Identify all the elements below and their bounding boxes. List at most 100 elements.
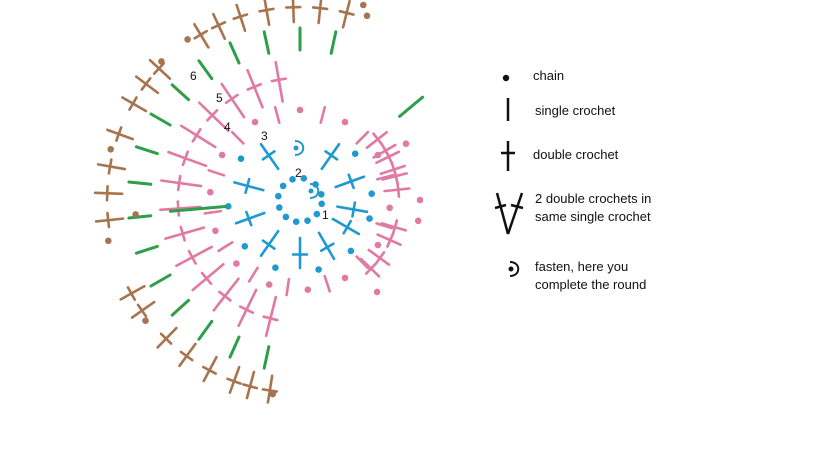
round-3-single-crochet: [285, 277, 291, 297]
round-4-double-crochet: [159, 200, 202, 217]
round-6-double-crochet: [106, 126, 135, 142]
round-5-single-crochet: [228, 335, 241, 359]
round-5-single-crochet: [197, 59, 214, 81]
round-1-chain: [304, 217, 311, 224]
round-6-double-crochet: [232, 3, 249, 33]
round-3-chain: [304, 286, 312, 294]
round-6-chain: [184, 36, 191, 43]
round-label-1: 1: [322, 208, 329, 222]
round-5-single-crochet: [228, 41, 241, 65]
round-6-chain: [158, 58, 165, 65]
round-4-chain: [402, 140, 410, 147]
round-3-single-crochet: [247, 266, 259, 283]
legend-two-dc-icon: [494, 192, 524, 235]
round-6-double-crochet: [178, 342, 197, 368]
round-2-double-crochet: [259, 142, 280, 171]
round-4-two-double-crochet: [380, 219, 408, 236]
round-5-single-crochet: [170, 83, 190, 102]
round-4-double-crochet: [179, 124, 217, 149]
round-5-single-crochet: [149, 273, 172, 288]
round-6-two-double-crochet: [148, 58, 172, 80]
round-2-chain: [272, 264, 279, 272]
round-6-two-double-crochet: [130, 300, 156, 319]
round-3-single-crochet: [375, 173, 395, 181]
round-2-double-crochet: [336, 201, 369, 218]
round-4-double-crochet: [175, 245, 214, 268]
legend-fasten-icon: [508, 261, 520, 277]
round-3-chain: [218, 151, 226, 159]
round-2-double-crochet: [259, 229, 280, 258]
round-label-3: 3: [261, 129, 268, 143]
round-3-single-crochet: [319, 106, 327, 124]
round-label-2: 2: [295, 166, 302, 180]
round-3-single-crochet: [207, 169, 226, 177]
round-4-double-crochet: [246, 68, 264, 109]
round-3-single-crochet: [273, 106, 281, 124]
round-4-double-crochet: [212, 277, 240, 312]
round-label-4: 4: [224, 120, 231, 134]
legend-chain-icon: [502, 74, 510, 82]
round-6-chain: [132, 211, 139, 218]
round-2-double-crochet: [317, 231, 336, 261]
round-2-double-crochet: [233, 177, 265, 194]
round-2-double-crochet: [320, 142, 341, 171]
round-4-chain: [373, 288, 381, 296]
round-1-chain: [318, 200, 326, 208]
round-6-double-crochet: [201, 355, 218, 383]
legend-label-chain: chain: [533, 68, 565, 83]
round-1-chain: [313, 210, 321, 218]
round-1-chain: [292, 218, 300, 225]
round-2-chain: [225, 203, 232, 210]
round-5-single-crochet: [197, 319, 214, 341]
round-3-chain: [207, 188, 214, 196]
round-4-two-double-crochet: [376, 232, 402, 248]
round-4-double-crochet: [197, 101, 230, 132]
round-4-two-double-crochet: [359, 257, 381, 278]
round-2-double-crochet: [234, 210, 266, 227]
round-6-chain: [269, 390, 277, 398]
round-3-chain: [212, 227, 219, 235]
round-2-chain: [351, 150, 359, 157]
round-3-chain: [265, 281, 273, 288]
round-4-double-crochet: [262, 295, 279, 338]
round-4-double-crochet: [167, 150, 208, 168]
round-6-two-double-crochet: [134, 75, 160, 95]
round-4-double-crochet: [237, 288, 258, 328]
round-6-two-double-crochet: [119, 284, 146, 301]
round-4-two-double-crochet: [365, 130, 388, 149]
round-2-double-crochet: [291, 236, 309, 270]
round-4-double-crochet: [270, 60, 288, 103]
round-label-6: 6: [190, 69, 197, 83]
round-2-chain: [366, 215, 373, 222]
round-3-single-crochet: [323, 274, 332, 293]
round-4-double-crochet: [160, 174, 203, 192]
round-4-two-double-crochet: [379, 161, 406, 178]
round-5-single-crochet: [134, 145, 159, 156]
round-6-chain: [107, 146, 114, 153]
round-6-double-crochet: [284, 0, 302, 24]
round-4-double-crochet: [191, 262, 225, 292]
round-4-double-crochet: [220, 82, 246, 119]
round-1-chain: [300, 175, 308, 182]
round-6-double-crochet: [258, 0, 275, 27]
fasten-mark: [294, 140, 305, 156]
round-5-single-crochet: [398, 95, 425, 118]
round-6-two-double-crochet: [210, 12, 227, 40]
round-4-chain: [416, 196, 424, 204]
round-5-single-crochet: [262, 345, 271, 370]
round-4-two-double-crochet: [372, 143, 397, 159]
round-5-single-crochet: [262, 30, 271, 55]
legend-label-two-dc: 2 double crochets in same single crochet: [535, 191, 652, 224]
round-6-chain: [142, 317, 149, 325]
round-2-chain: [241, 243, 249, 250]
round-4-double-crochet: [164, 225, 206, 242]
round-5-single-crochet: [127, 214, 153, 220]
round-3-chain: [341, 118, 349, 126]
legend-label-fasten: fasten, here you complete the round: [535, 259, 647, 292]
round-6-double-crochet: [94, 211, 125, 229]
round-4-two-double-crochet: [367, 248, 391, 266]
round-3-chain: [251, 118, 259, 126]
round-6-two-double-crochet: [242, 370, 259, 400]
